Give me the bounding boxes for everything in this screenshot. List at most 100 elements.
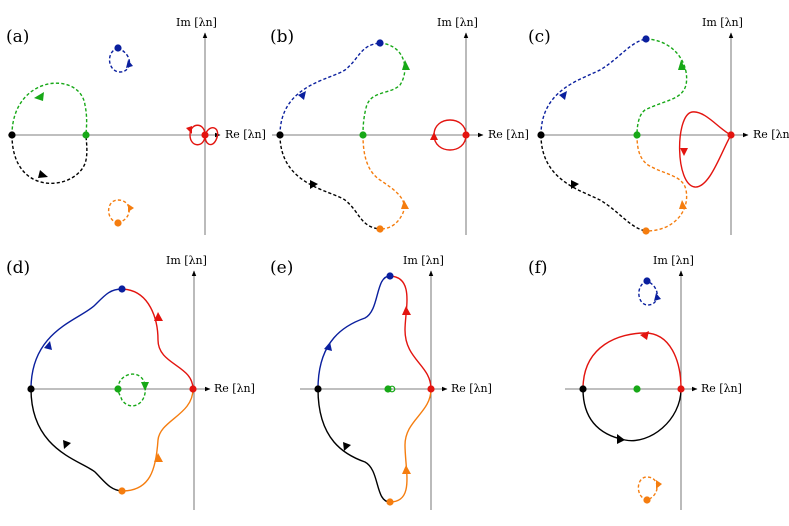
panel-c-im-label: Im [λn]	[702, 16, 743, 29]
panel-e-green-point-2	[388, 385, 396, 393]
panel-a-red-arrow	[186, 126, 192, 134]
panel-e-label: (e)	[270, 258, 293, 278]
panel-f-label: (f)	[528, 258, 548, 278]
panel-e-black-curve	[317, 388, 391, 503]
panel-c-red-arrow	[680, 148, 688, 156]
panel-b-orange-point	[376, 225, 384, 233]
panel-a-black-arrow	[38, 170, 48, 178]
panel-c: (c) Re [λn] Im [λn]	[528, 16, 789, 235]
panel-b-re-label: Re [λn]	[488, 128, 529, 141]
panel-e-orange-point	[386, 498, 394, 506]
panel-e-black-arrow	[343, 442, 351, 451]
panel-f-im-label: Im [λn]	[653, 254, 694, 267]
panel-a-orange-arrow	[128, 204, 134, 212]
panel-d-red-curve	[121, 288, 194, 390]
panel-d-blue-point	[118, 285, 126, 293]
panel-f-red-curve	[582, 332, 682, 390]
panel-e-im-label: Im [λn]	[403, 254, 444, 267]
panel-a-blue-arrow	[126, 60, 133, 68]
panel-c-red-point	[727, 131, 735, 139]
panel-d-orange-point	[118, 487, 126, 495]
panel-d-green-point	[114, 385, 122, 393]
panel-f-blue-point	[643, 277, 651, 285]
panel-b-green-point	[359, 131, 367, 139]
panel-b-blue-point	[376, 39, 384, 47]
panel-c-label: (c)	[528, 27, 551, 47]
panel-b-black-point	[276, 131, 284, 139]
panel-c-orange-arrow	[679, 200, 687, 209]
panel-a-orange-loop	[107, 199, 130, 224]
panel-c-red-loop	[678, 111, 732, 188]
panel-b-orange-curve	[362, 134, 405, 230]
panel-a-blue-loop	[108, 47, 131, 73]
panel-a: (a) Re [λn] Im [λn]	[6, 16, 266, 235]
panel-b-orange-arrow	[401, 200, 409, 209]
panel-c-blue-arrow	[559, 91, 567, 100]
panel-f-re-label: Re [λn]	[701, 382, 742, 395]
panel-d-black-point	[27, 385, 35, 393]
panel-f-black-curve	[582, 388, 682, 442]
panel-b-red-point	[462, 131, 470, 139]
panel-f-blue-arrow	[654, 293, 661, 301]
panel-e-orange-arrow	[402, 465, 411, 474]
panel-d-label: (d)	[6, 258, 30, 278]
panel-a-im-label: Im [λn]	[176, 16, 217, 29]
panel-b-im-label: Im [λn]	[437, 16, 478, 29]
panel-a-re-label: Re [λn]	[225, 128, 266, 141]
panel-e-orange-curve	[389, 388, 432, 503]
panel-c-orange-curve	[636, 134, 688, 232]
panel-e-red-point	[427, 385, 435, 393]
panel-c-black-point	[537, 131, 545, 139]
panel-d-re-label: Re [λn]	[214, 382, 255, 395]
panel-f: (f) Re [λn] Im [λn]	[528, 254, 742, 510]
panel-d-orange-curve	[121, 388, 194, 492]
panel-e-blue-curve	[317, 275, 391, 390]
panel-f-black-point	[579, 385, 587, 393]
panel-d-orange-arrow	[154, 453, 163, 462]
panel-b-blue-arrow	[298, 91, 306, 100]
panel-e-blue-point	[386, 272, 394, 280]
panel-c-green-arrow	[678, 60, 686, 70]
panel-e-re-label: Re [λn]	[451, 382, 492, 395]
panel-c-blue-curve	[540, 38, 647, 136]
panel-d-black-curve	[30, 388, 123, 492]
panel-a-green-point	[82, 131, 90, 139]
panel-f-orange-arrow	[656, 480, 662, 489]
panel-c-re-label: Re [λn]	[753, 128, 789, 141]
panel-a-blue-point	[114, 44, 122, 52]
panel-f-blue-loop	[638, 280, 658, 306]
panel-b-black-curve	[279, 134, 381, 230]
panel-f-red-point	[677, 385, 685, 393]
panel-b-green-curve	[362, 42, 406, 136]
panel-d-red-point	[189, 385, 197, 393]
panel-d-green-arrow	[141, 382, 149, 391]
panel-d: (d) Re [λn] Im [λn]	[6, 254, 255, 510]
panel-b-black-arrow	[310, 180, 318, 189]
panel-d-blue-arrow	[44, 341, 52, 350]
panel-b-label: (b)	[270, 27, 294, 47]
panel-b-blue-curve	[279, 42, 381, 136]
panel-e-red-curve	[389, 275, 432, 390]
panel-a-black-point	[8, 131, 16, 139]
panel-a-green-curve	[11, 82, 88, 136]
panel-f-black-arrow	[617, 434, 625, 444]
panel-c-blue-point	[642, 35, 650, 43]
panel-e: (e) Re [λn] Im [λn]	[270, 254, 492, 510]
panel-c-green-point	[633, 131, 641, 139]
panel-f-red-arrow	[640, 331, 649, 340]
panel-d-blue-curve	[30, 288, 123, 390]
panel-a-green-arrow	[34, 92, 44, 101]
panel-f-green-point	[633, 385, 641, 393]
panel-c-black-curve	[540, 134, 647, 232]
panel-e-blue-arrow	[324, 342, 332, 351]
panel-b: (b) Re [λn] Im [λn]	[270, 16, 529, 235]
panel-d-im-label: Im [λn]	[166, 254, 207, 267]
panel-a-label: (a)	[6, 27, 29, 47]
panel-d-black-arrow	[63, 440, 71, 449]
panel-b-green-arrow	[402, 60, 410, 70]
panel-e-red-arrow	[402, 306, 411, 315]
panel-c-black-arrow	[571, 180, 579, 189]
panel-d-red-arrow	[154, 312, 163, 321]
panel-a-red-point	[201, 131, 209, 139]
